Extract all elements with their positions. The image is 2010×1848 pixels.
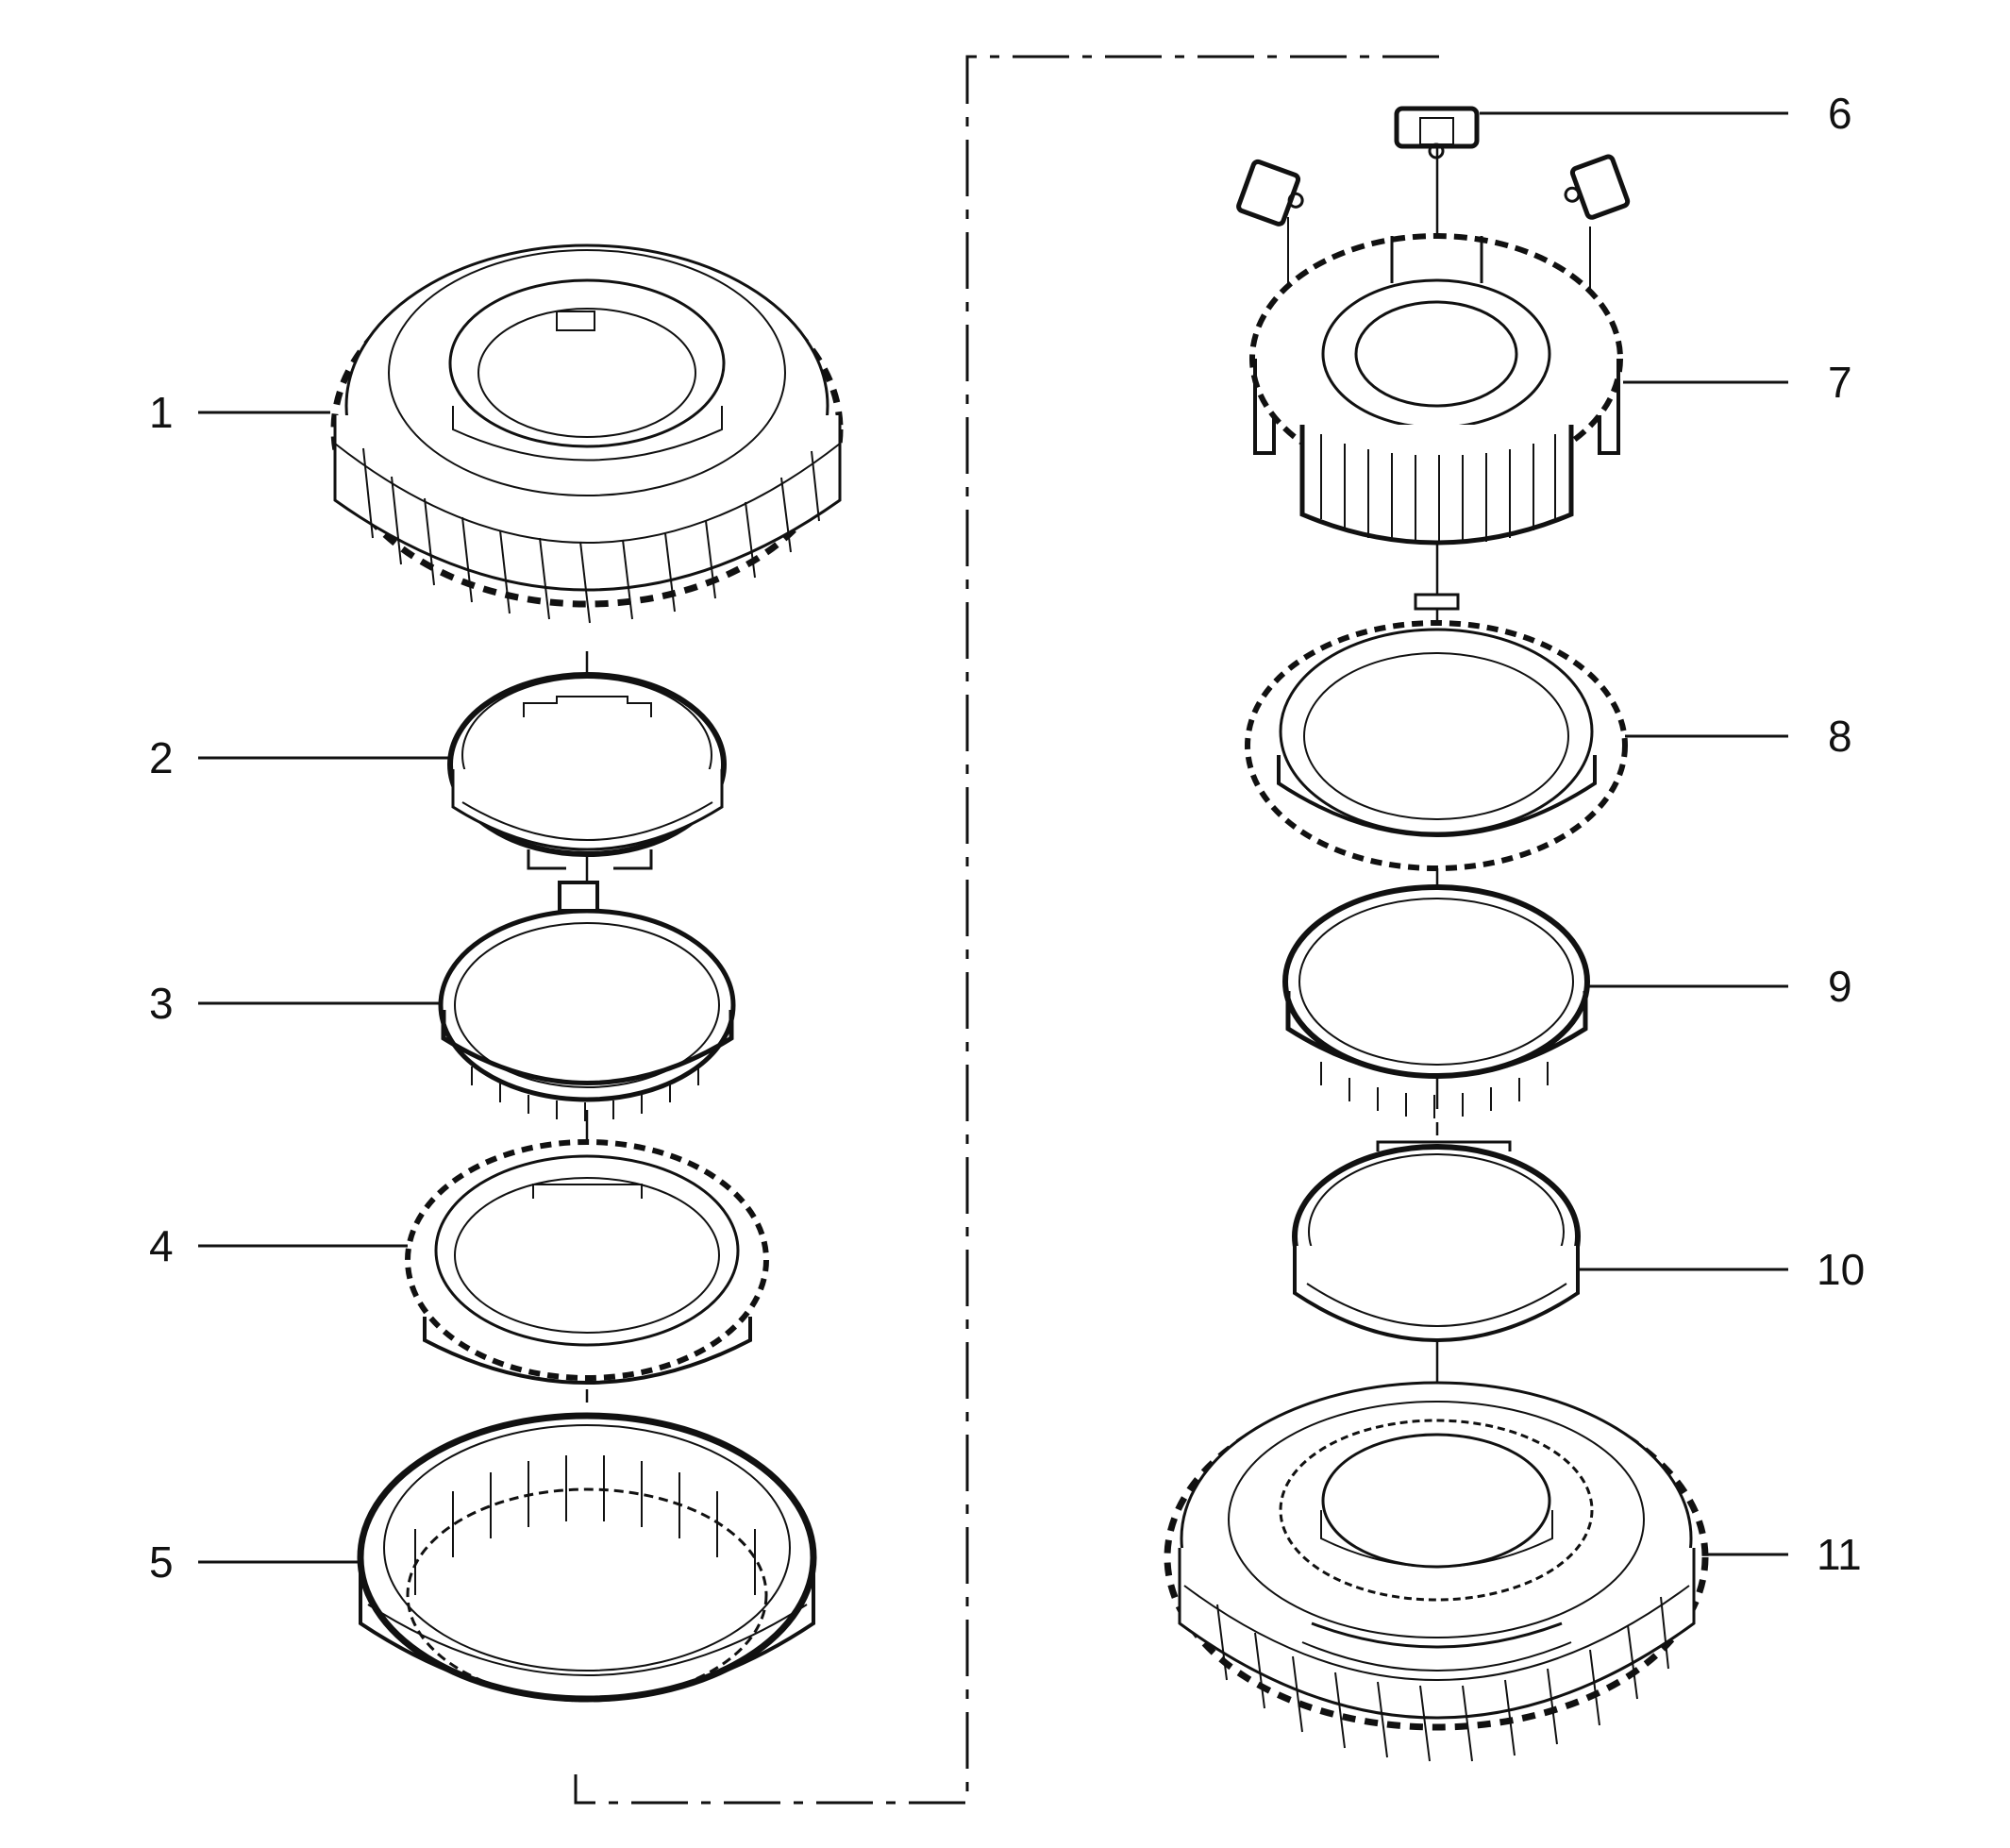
part-10-blocker-ring (1292, 1140, 1581, 1342)
callout-2: 2 (149, 733, 174, 782)
part-3-cone-ring (438, 881, 736, 1121)
callout-4: 4 (149, 1221, 174, 1270)
part-7-synchronizer-hub (1249, 233, 1623, 546)
part-5-synchronizer-sleeve (357, 1412, 817, 1703)
callout-8: 8 (1828, 712, 1852, 761)
part-8-synchronizer-ring (1245, 593, 1628, 871)
callout-11: 11 (1817, 1530, 1862, 1579)
callout-6: 6 (1828, 89, 1852, 138)
callout-1: 1 (149, 388, 174, 437)
part-9-cone-ring (1282, 884, 1590, 1118)
leader-lines (198, 111, 1788, 1564)
part-11-helical-gear (1164, 1381, 1709, 1762)
callout-5: 5 (149, 1537, 174, 1587)
callout-9: 9 (1828, 962, 1852, 1011)
part-1-helical-gear (330, 244, 844, 624)
callout-3: 3 (149, 979, 174, 1028)
part-4-synchronizer-ring (405, 1139, 769, 1385)
connector-dashed-path (574, 55, 1439, 1805)
callout-7: 7 (1828, 358, 1852, 407)
part-2-blocker-ring (447, 672, 727, 870)
callout-10: 10 (1817, 1245, 1865, 1294)
